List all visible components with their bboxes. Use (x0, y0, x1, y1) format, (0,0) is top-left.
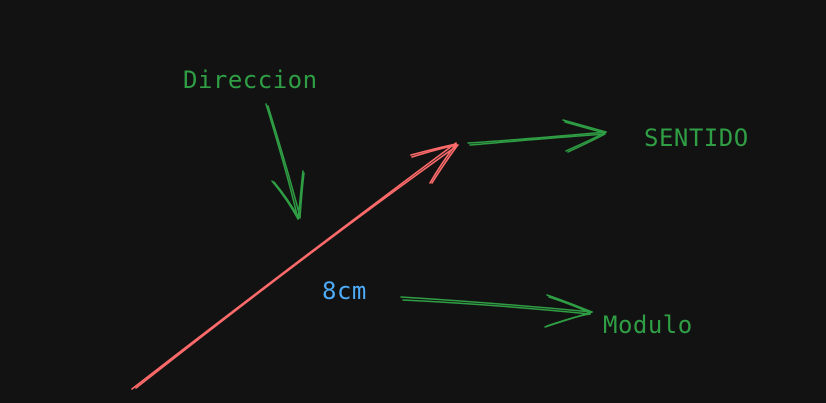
magnitude-arrow-head-top (546, 294, 593, 313)
sense-arrow-head-bottom (565, 131, 607, 152)
magnitude-arrow (400, 294, 593, 328)
direction-arrow-shaft-sketch (267, 105, 301, 218)
sense-label: SENTIDO (644, 124, 749, 152)
magnitude-arrow-head-top-sketch (548, 296, 591, 314)
direction-arrow-head-left (271, 180, 299, 220)
vector-shaft-sketch (135, 144, 459, 389)
direction-arrow-head-right (297, 170, 304, 220)
magnitude-label: Modulo (603, 311, 693, 339)
sense-arrow-shaft-sketch (469, 133, 606, 146)
sense-arrow-head-bottom-sketch (567, 133, 606, 153)
magnitude-arrow-shaft (400, 296, 593, 313)
vector-head-left (410, 143, 457, 156)
vector-head-right (429, 143, 457, 184)
vector-shaft (131, 142, 457, 390)
sense-arrow (467, 119, 607, 153)
vector-arrow (131, 142, 459, 390)
sense-arrow-head-top-sketch (564, 121, 606, 134)
direction-arrow (265, 103, 305, 220)
direction-arrow-head-left-sketch (273, 181, 300, 219)
direction-label: Direccion (183, 66, 318, 94)
sense-arrow-head-top (562, 119, 607, 133)
magnitude-arrow-head-bottom-sketch (546, 313, 591, 327)
magnitude-arrow-shaft-sketch (402, 299, 591, 315)
direction-arrow-head-right-sketch (299, 172, 305, 219)
sense-arrow-shaft (467, 131, 607, 144)
magnitude-value-label: 8cm (322, 277, 367, 305)
vector-head-right-sketch (431, 145, 458, 184)
direction-arrow-shaft (265, 103, 299, 220)
vector-head-left-sketch (411, 144, 458, 158)
